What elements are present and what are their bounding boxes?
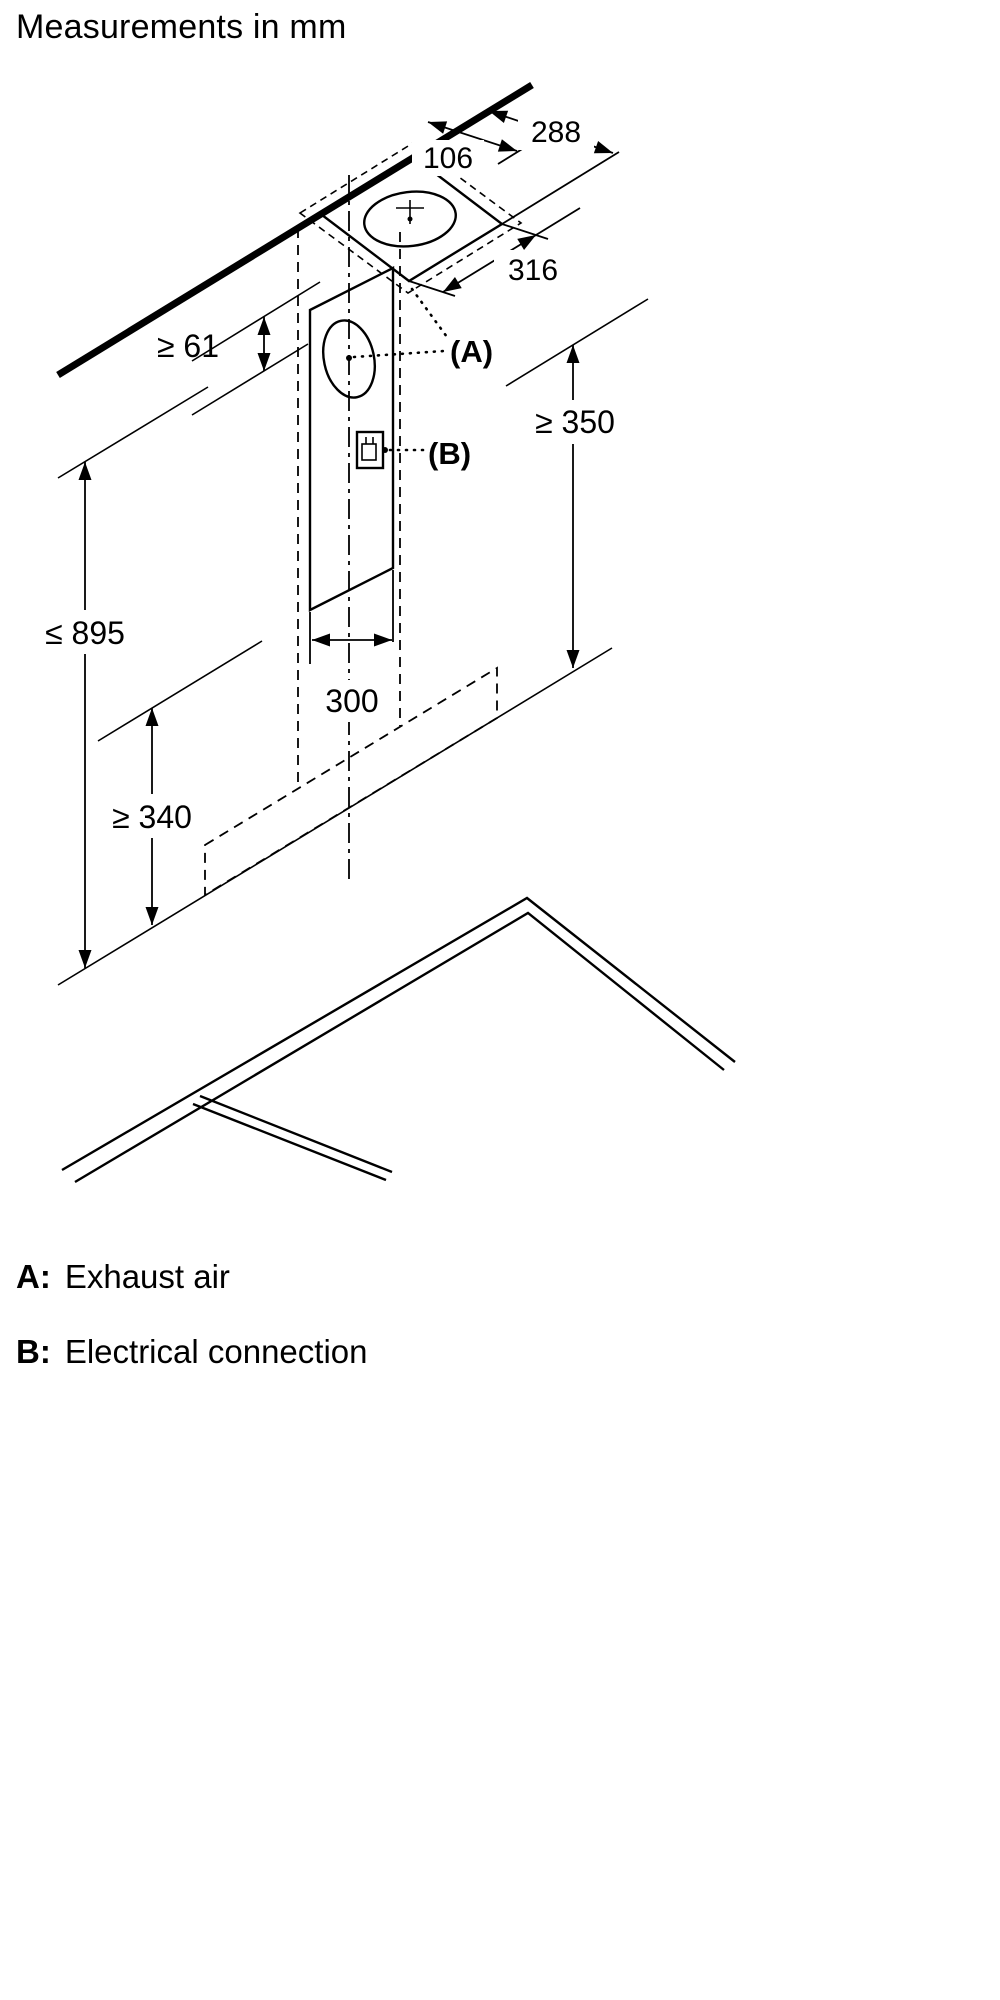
callout-a-label: (A) (450, 334, 493, 369)
hood-body-dashed-outline (204, 666, 498, 897)
chimney-dashed-outline (297, 228, 401, 788)
dim-895-label: ≤ 895 (45, 615, 125, 651)
legend-item-exhaust-air: A: Exhaust air (16, 1258, 230, 1296)
dim-300 (309, 570, 394, 664)
callout-leaders (352, 287, 449, 452)
dim-61-label: ≥ 61 (157, 328, 219, 364)
page-title: Measurements in mm (16, 8, 347, 46)
ceiling-edge-line (56, 82, 534, 378)
dim-350-label: ≥ 350 (535, 404, 615, 440)
wall-mounting-plate (308, 266, 395, 612)
legend-item-electrical-connection: B: Electrical connection (16, 1333, 367, 1371)
ceiling-duct-opening (363, 190, 457, 248)
ceiling-duct-plate (298, 142, 523, 294)
legend-key-b: B: (16, 1333, 51, 1370)
dim-350 (566, 345, 580, 668)
exhaust-leader-from-wall (352, 349, 446, 359)
callout-b-label: (B) (428, 436, 471, 471)
dim-316-label: 316 (508, 254, 558, 287)
wall-exhaust-hole (322, 319, 376, 399)
dimension-label-backgrounds (30, 112, 636, 838)
legend-key-a: A: (16, 1258, 51, 1295)
electrical-connection-box (355, 430, 388, 470)
dim-288-label: 288 (531, 116, 581, 149)
dim-106-label: 106 (423, 142, 473, 175)
dim-61 (257, 317, 271, 371)
legend-label-a: Exhaust air (64, 1258, 230, 1295)
hob-outline (61, 896, 736, 1184)
reference-lines (57, 281, 649, 986)
dim-300-label: 300 (325, 683, 378, 719)
legend-label-b: Electrical connection (64, 1333, 368, 1370)
installation-diagram: 288 106 316 ≥ 61 ≥ 350 ≤ 895 300 ≥ 340 (… (30, 82, 736, 1184)
dim-340-label: ≥ 340 (112, 799, 192, 835)
plug-icon (361, 437, 377, 461)
exhaust-leader-from-ceiling (410, 287, 449, 339)
dim-895 (78, 462, 92, 968)
